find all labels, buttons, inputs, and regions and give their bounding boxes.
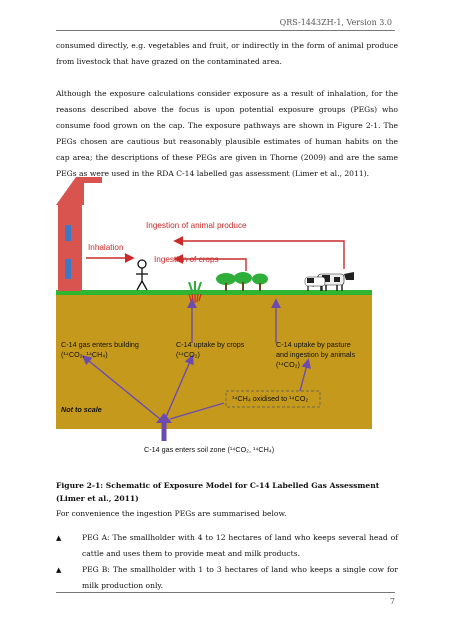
label-pasture-uptake: C-14 uptake by pasture and ingestion by … — [276, 340, 356, 369]
ground-surface — [56, 290, 372, 295]
page-header: QRS-1443ZH-1, Version 3.0 — [0, 0, 453, 40]
building-window-bottom — [65, 259, 71, 279]
cow-figure — [304, 272, 354, 291]
footer-rule — [56, 592, 395, 593]
label-ingestion-animal: Ingestion of animal produce — [146, 221, 247, 230]
arrow-to-crops — [165, 354, 194, 418]
arrow-soil-entry-head — [156, 413, 172, 423]
label-inhalation: Inhalation — [88, 243, 124, 252]
arrow-ingestion-animal — [173, 236, 345, 269]
oxidation-box — [225, 390, 321, 408]
bullet-text: PEG B: The smallholder with 1 to 3 hecta… — [82, 565, 398, 590]
person-figure — [136, 259, 148, 291]
label-building-entry: C-14 gas enters building (¹⁴CO₂, ¹⁴CH₄) — [61, 340, 139, 359]
page-number: 7 — [389, 597, 395, 606]
header-rule — [56, 30, 395, 31]
arrow-to-building — [81, 355, 161, 420]
building-roof — [56, 177, 102, 205]
arrow-to-oxidation — [169, 402, 225, 420]
paragraph-summary: For convenience the ingestion PEGs are s… — [56, 509, 287, 518]
figure-caption: Figure 2-1: Schematic of Exposure Model … — [56, 481, 380, 503]
label-methane-oxidation: ¹⁴CH₄ oxidised to ¹⁴CO₂ — [232, 394, 309, 403]
label-soil-zone: C-14 gas enters soil zone (¹⁴CO₂, ¹⁴CH₄) — [144, 445, 275, 454]
arrow-ingestion-crops — [173, 254, 247, 271]
building-window-top — [65, 225, 71, 241]
document-id: QRS-1443ZH-1, Version 3.0 — [279, 18, 392, 27]
arrow-to-pasture — [299, 358, 311, 392]
exposure-model-figure: Ingestion of animal produce Inhalation I… — [56, 177, 398, 467]
paragraph-exposure: Although the exposure calculations consi… — [56, 89, 398, 178]
bullet-text: PEG A: The smallholder with 4 to 12 hect… — [82, 533, 398, 558]
label-ingestion-crops: Ingestion of crops — [154, 255, 219, 264]
bullet-marker: ▲ — [56, 534, 62, 542]
paragraph-consumption: consumed directly, e.g. vegetables and f… — [56, 41, 398, 66]
bullet-marker: ▲ — [56, 566, 62, 574]
crop-trees — [216, 272, 268, 291]
label-crop-uptake: C-14 uptake by crops (¹⁴CO₂) — [176, 340, 245, 359]
label-not-to-scale: Not to scale — [61, 405, 102, 414]
figure-drawing — [56, 177, 372, 441]
